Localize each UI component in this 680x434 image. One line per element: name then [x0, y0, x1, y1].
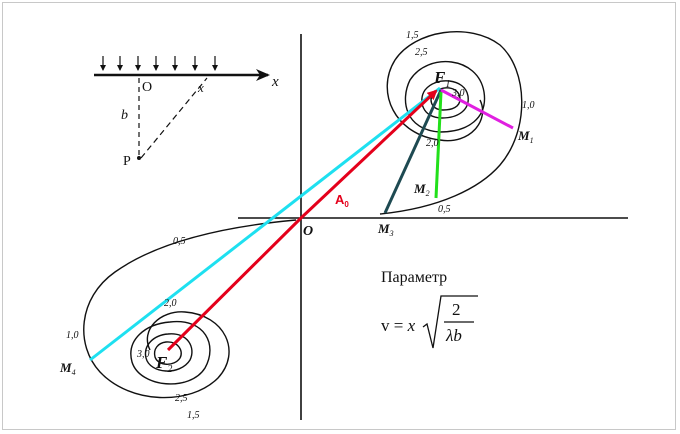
upper-level-label-30: 3,0: [451, 88, 465, 99]
inset-hypotenuse-dashed: [140, 77, 208, 159]
lower-contour-30: [144, 333, 193, 372]
red-vector-lower: [166, 216, 303, 352]
upper-level-label-25: 2,5: [415, 47, 428, 58]
formula-lhs: v = x: [381, 316, 416, 335]
upper-level-label-15: 1,5: [406, 30, 419, 41]
m4-label: M4: [59, 360, 76, 377]
inset-origin-label: O: [142, 80, 152, 95]
focus1-label: F1: [433, 68, 450, 90]
m1-label: M1: [517, 128, 534, 145]
lower-contour-25: [130, 320, 211, 385]
formula-numerator: 2: [452, 300, 461, 319]
upper-level-label-20: 2,0: [426, 138, 439, 149]
lower-level-label-25: 2,5: [175, 393, 188, 404]
lower-level-label-15: 1,5: [187, 410, 200, 421]
red-vector-a0-upper: [299, 89, 438, 220]
teal-line-m3-f1: [383, 89, 443, 214]
lower-outer-loop: [83, 219, 297, 399]
lower-level-label-30: 3,0: [136, 349, 150, 360]
magenta-line-f1-m1: [440, 88, 514, 130]
upper-contour-inner: [430, 87, 461, 111]
lower-contours: [83, 219, 297, 399]
m3-label: M3: [377, 221, 394, 238]
incident-arrows: [100, 56, 218, 71]
a0-label: A0: [335, 192, 349, 209]
parameter-formula: v = x 2 λb: [381, 295, 478, 349]
inset-point-p: [137, 156, 141, 160]
lower-level-label-05: 0,5: [173, 236, 186, 247]
focus2-label: F2: [155, 353, 172, 375]
inset-axis-x-label: x: [271, 74, 279, 90]
upper-level-label-05: 0,5: [438, 204, 451, 215]
lower-level-label-10: 1,0: [66, 330, 79, 341]
m2-label: M2: [413, 181, 430, 198]
formula-denominator: λb: [445, 326, 462, 345]
lower-contour-inner: [153, 341, 182, 365]
inset-diagram: O x x b P: [94, 56, 279, 169]
upper-contour-30: [421, 80, 469, 119]
inset-x-mark-label: x: [197, 80, 204, 95]
green-line-m2-f1: [434, 91, 443, 199]
figure-frame: [2, 2, 676, 430]
inset-p-label: P: [123, 154, 131, 169]
origin-label: O: [303, 224, 313, 239]
legend-title: Параметр: [381, 269, 447, 286]
upper-level-label-10: 1,0: [522, 100, 535, 111]
cyan-line-m4-f1: [89, 86, 441, 362]
inset-b-label: b: [121, 108, 128, 123]
formula-radical: [422, 295, 478, 349]
lower-level-label-20: 2,0: [164, 298, 177, 309]
